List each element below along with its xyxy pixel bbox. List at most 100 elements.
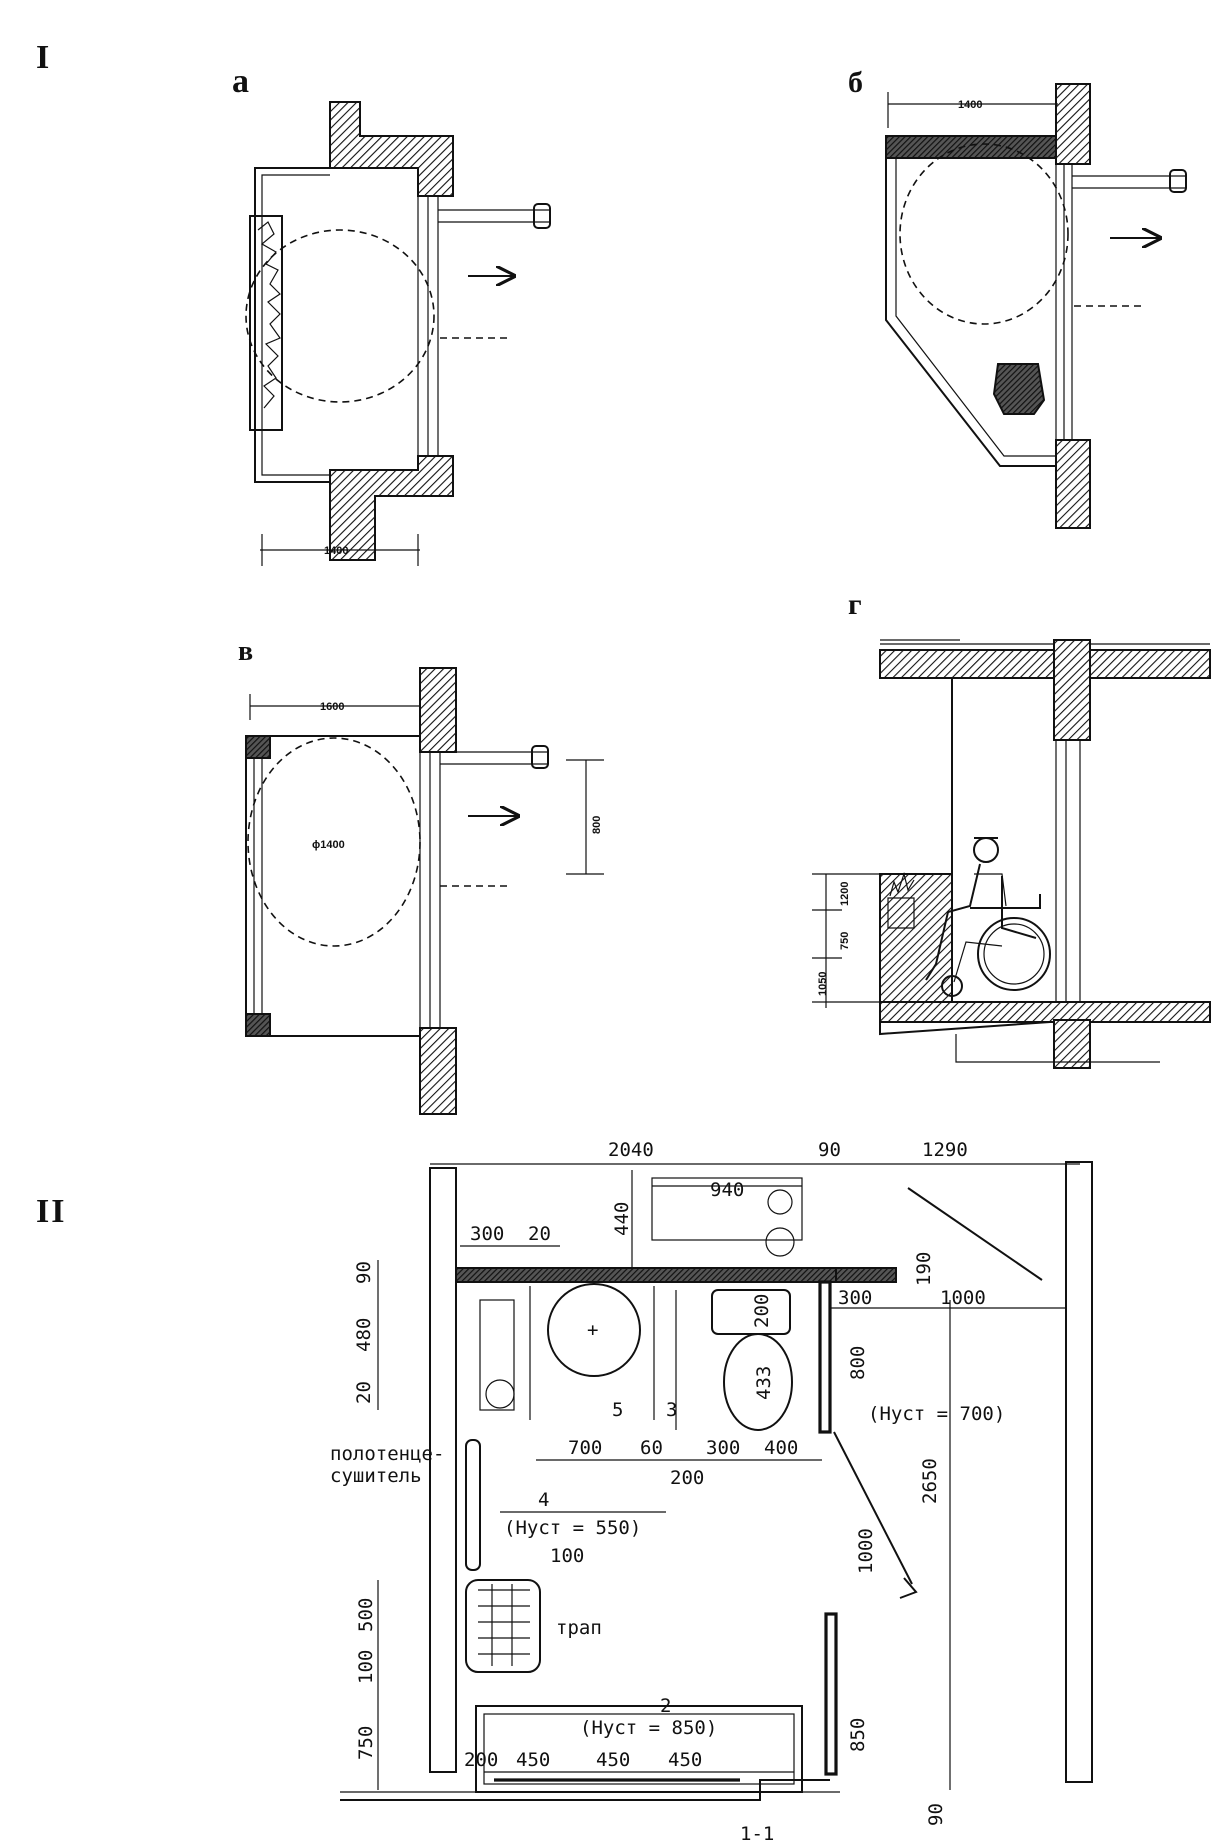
dim-1290: 1290 — [922, 1139, 968, 1161]
dim-90-bottom: 90 — [925, 1803, 947, 1826]
dim-850: 850 — [847, 1718, 869, 1752]
column-lower — [1053, 1019, 1091, 1069]
balcony-rail — [254, 167, 330, 483]
wall-lower — [419, 1027, 457, 1115]
variant-label-b: б — [848, 66, 863, 99]
dim-480: 480 — [353, 1318, 375, 1352]
dim-g-1050: 1050 — [817, 972, 829, 996]
door-frame — [419, 752, 441, 1028]
wall-left — [429, 1167, 457, 1773]
dim-90-left: 90 — [353, 1261, 375, 1284]
balcony-rail — [885, 158, 1056, 467]
dim-450-a: 450 — [516, 1749, 550, 1771]
plant-pot — [992, 363, 1046, 415]
dim-20-left: 20 — [353, 1381, 375, 1404]
dim-450-b: 450 — [596, 1749, 630, 1771]
partition-top — [455, 1267, 897, 1283]
dim-700: 700 — [568, 1437, 602, 1459]
num-3: 3 — [666, 1399, 677, 1421]
variant-label-a: а — [232, 63, 249, 100]
bathtub — [475, 1705, 803, 1793]
dim-2040: 2040 — [608, 1139, 654, 1161]
bath-height-note: (Нуст = 850) — [580, 1717, 717, 1739]
towel-dryer-label-1: полотенце- — [330, 1443, 444, 1465]
balcony-variant-a: а 1400 — [232, 63, 551, 566]
dim-200-b: 200 — [670, 1467, 704, 1489]
planter — [887, 871, 915, 929]
balcony-rail — [245, 735, 420, 1037]
svg-text:+: + — [587, 1319, 598, 1341]
bathroom-plan: 2040 90 1290 940 440 300 20 90 480 20 + … — [330, 1139, 1093, 1845]
planter-box — [249, 215, 283, 431]
balcony-variant-v: в ϕ1400 1600 800 — [238, 636, 604, 1115]
parapet — [879, 873, 953, 1003]
door-handle — [533, 203, 551, 229]
dim-300: 300 — [470, 1223, 504, 1245]
turning-circle — [899, 143, 1069, 325]
dim-v-width: 1600 — [320, 701, 344, 713]
dim-a-width: 1400 — [324, 545, 348, 557]
num-100: 100 — [550, 1545, 584, 1567]
section-label-I: I — [36, 39, 51, 76]
dim-450-c: 450 — [668, 1749, 702, 1771]
wall-upper — [419, 667, 457, 753]
wall-right — [1065, 1161, 1093, 1783]
wall-upper — [329, 101, 454, 197]
door-upper-leaf — [907, 1187, 1043, 1281]
slab-lower — [879, 1001, 1211, 1023]
dim-g-1200: 1200 — [839, 882, 851, 906]
washbasin — [547, 1283, 641, 1377]
shower-seat — [465, 1579, 541, 1673]
slab-upper — [879, 649, 1211, 679]
dim-v-circle: ϕ1400 — [312, 839, 345, 851]
dim-90-top: 90 — [818, 1139, 841, 1161]
balcony-variant-g: г 1200 750 1050 — [812, 588, 1211, 1069]
num-2: 2 — [660, 1695, 671, 1717]
column — [1053, 639, 1091, 741]
toilet-bowl — [723, 1333, 793, 1431]
wall-lower — [329, 455, 454, 561]
dim-100-left: 100 — [355, 1650, 377, 1684]
dim-1000-b: 1000 — [855, 1528, 877, 1574]
section-cut-label: 1-1 — [740, 1823, 774, 1845]
num-4: 4 — [538, 1489, 549, 1511]
dim-60: 60 — [640, 1437, 663, 1459]
dim-v-door: 800 — [591, 816, 603, 834]
floor-line — [340, 1779, 830, 1801]
dim-940: 940 — [710, 1179, 744, 1201]
dim-1000-a: 1000 — [940, 1287, 986, 1309]
dim-200: 200 — [751, 1294, 773, 1328]
wheelchair-user — [925, 837, 1051, 997]
dim-750: 750 — [355, 1726, 377, 1760]
section-label-II: II — [36, 1193, 66, 1230]
seat-height-note: (Нуст = 550) — [504, 1517, 641, 1539]
dim-200-c: 200 — [464, 1749, 498, 1771]
dim-2650: 2650 — [919, 1458, 941, 1504]
towel-dryer — [465, 1439, 481, 1571]
num-5: 5 — [612, 1399, 623, 1421]
dim-g-750: 750 — [839, 932, 851, 950]
towel-dryer-label-2: сушитель — [330, 1465, 422, 1487]
dim-300-c: 300 — [706, 1437, 740, 1459]
wc-height-note: (Нуст = 700) — [868, 1403, 1005, 1425]
wall-lower — [1055, 439, 1091, 529]
dim-500: 500 — [355, 1598, 377, 1632]
balcony-variant-b: б 1400 — [848, 66, 1187, 529]
drain-label: трап — [556, 1617, 602, 1639]
dim-440: 440 — [611, 1202, 633, 1236]
dim-800: 800 — [847, 1346, 869, 1380]
entry-door-leaf — [833, 1431, 913, 1585]
turning-circle — [245, 229, 435, 403]
variant-label-g: г — [848, 588, 862, 621]
upper-basin-niche — [651, 1177, 803, 1241]
variant-label-v: в — [238, 636, 253, 667]
door-frame — [417, 196, 439, 456]
dim-b-width: 1400 — [958, 99, 982, 111]
plants — [257, 221, 281, 409]
dim-433: 433 — [753, 1366, 775, 1400]
door-frame — [1055, 740, 1081, 1002]
dim-190: 190 — [913, 1252, 935, 1286]
door-frame — [1055, 164, 1073, 440]
dim-300-b: 300 — [838, 1287, 872, 1309]
